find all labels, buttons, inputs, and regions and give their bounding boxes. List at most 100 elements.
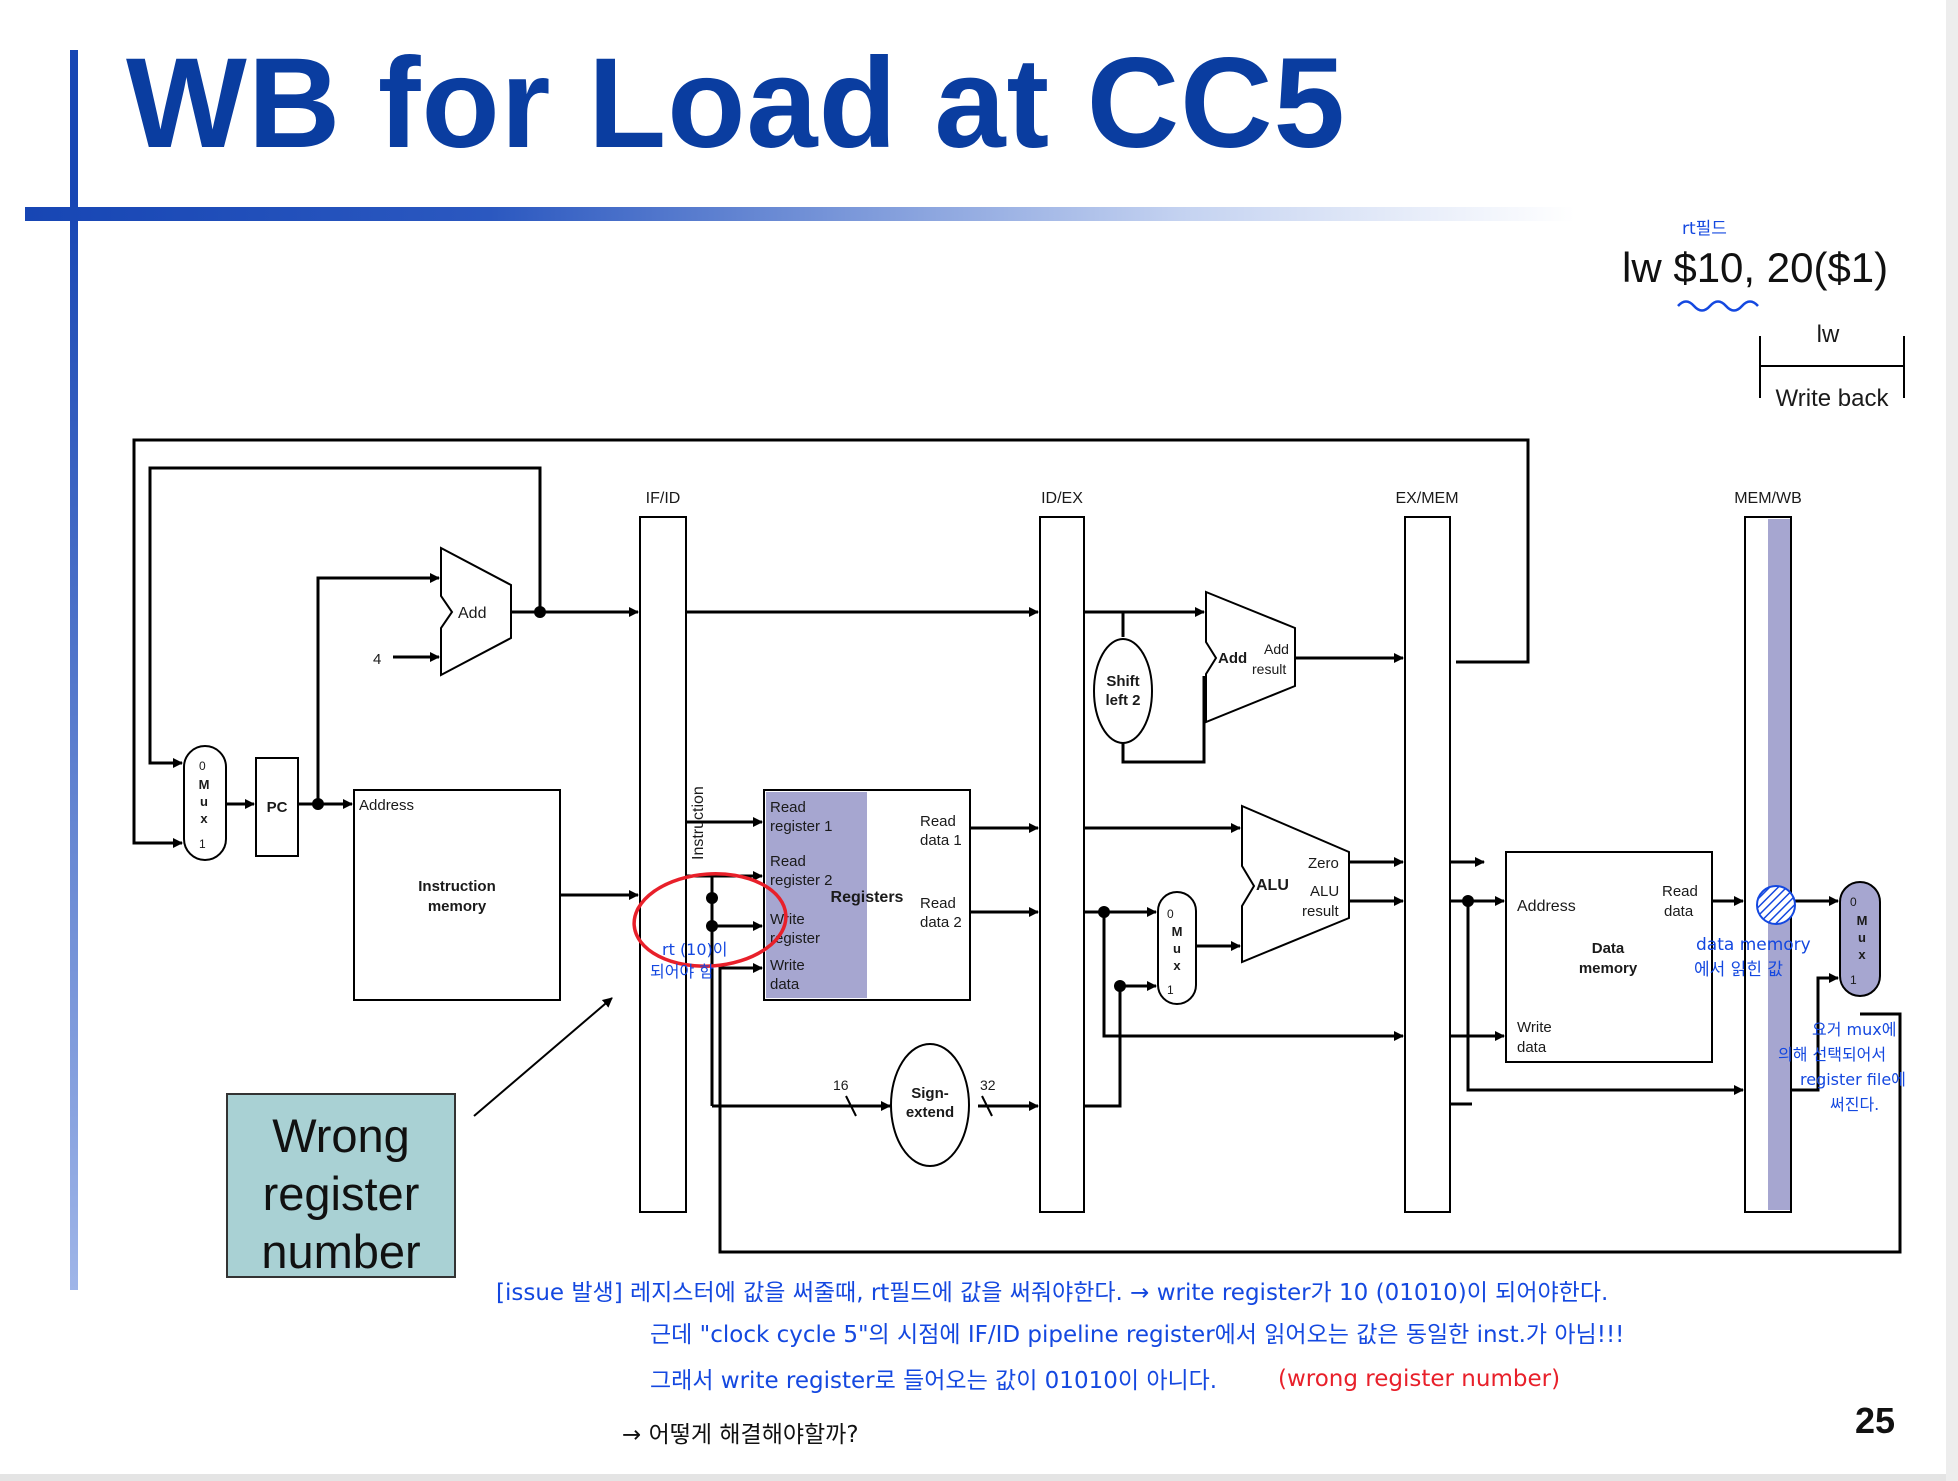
wb-mux-u: u xyxy=(1858,930,1866,945)
reg-rr2-b: register 2 xyxy=(770,872,833,889)
register-file: Read register 1 Read register 2 Write re… xyxy=(763,789,971,1001)
issue-line-3-red: (wrong register number) xyxy=(1278,1366,1560,1392)
note-dmem-2: 에서 읽힌 값 xyxy=(1694,960,1783,980)
dmem-read-1: Read xyxy=(1662,883,1698,900)
imem-name-2: memory xyxy=(428,898,487,915)
stage-lw-label: lw xyxy=(1817,321,1840,348)
reg-rd1-b: data 1 xyxy=(920,832,962,849)
instruction-text: lw $10, 20($1) xyxy=(1622,244,1889,291)
alu: ALU Zero ALU result xyxy=(1241,804,1350,964)
alu-mux: 0 M u x 1 xyxy=(1157,891,1197,1005)
alu-mux-m: M xyxy=(1172,924,1183,939)
branch-adder: Add Add result xyxy=(1205,590,1296,724)
sign-extend-1: Sign- xyxy=(911,1085,949,1102)
dmem-name-1: Data xyxy=(1592,940,1625,957)
data-memory: Address Read data Write data Data memory xyxy=(1505,851,1713,1063)
width-32: 32 xyxy=(980,1077,996,1093)
issue-line-2: 근데 "clock cycle 5"의 시점에 IF/ID pipeline r… xyxy=(650,1322,1624,1348)
wb-mux: 0 M u x 1 xyxy=(1839,881,1881,997)
read-data-marker xyxy=(1756,885,1796,925)
alu-mux-1: 1 xyxy=(1167,983,1174,997)
alu-result-1: ALU xyxy=(1310,883,1339,900)
stage-writeback-label: Write back xyxy=(1776,385,1890,412)
sign-extend-2: extend xyxy=(906,1104,954,1121)
reg-rr2-a: Read xyxy=(770,853,806,870)
callout-line-1: Wrong xyxy=(272,1109,410,1162)
mem-wb-highlight xyxy=(1768,519,1790,1210)
pc-mux-1: 1 xyxy=(199,837,206,851)
mem-junctions xyxy=(1462,895,1474,907)
ex-mem-label: EX/MEM xyxy=(1395,490,1458,507)
ex-junctions xyxy=(1098,906,1126,992)
stage-indicator: lw Write back xyxy=(1759,321,1905,412)
const-four: 4 xyxy=(373,651,381,668)
if-id-label: IF/ID xyxy=(646,490,681,507)
page-number: 25 xyxy=(1855,1400,1896,1441)
pc-adder-label: Add xyxy=(458,605,486,622)
if-id-register xyxy=(639,516,687,1213)
callout-line-2: register xyxy=(262,1167,420,1220)
rt-field-note: rt필드 xyxy=(1682,219,1727,239)
shift-left-2-text: left 2 xyxy=(1105,692,1140,709)
rt-underline-squiggle xyxy=(1677,300,1759,312)
alu-zero: Zero xyxy=(1308,855,1339,872)
reg-wd-b: data xyxy=(770,976,800,993)
branch-add-result-1: Add xyxy=(1264,641,1289,657)
note-mux-1: 요거 mux에 xyxy=(1812,1020,1896,1039)
mem-wb-label: MEM/WB xyxy=(1734,490,1802,507)
reg-rr1-a: Read xyxy=(770,799,806,816)
issue-line-1: [issue 발생] 레지스터에 값을 써줄때, rt필드에 값을 써줘야한다.… xyxy=(496,1280,1608,1306)
bus-width-ticks xyxy=(845,1095,993,1117)
issue-line-4: → 어떻게 해결해야할까? xyxy=(622,1422,859,1448)
pc-mux-0: 0 xyxy=(199,759,206,773)
note-dmem-1: data memory xyxy=(1696,935,1811,955)
if-junctions xyxy=(312,606,546,810)
ex-mem-register xyxy=(1404,516,1451,1213)
reg-rd2-a: Read xyxy=(920,895,956,912)
dmem-read-2: data xyxy=(1664,903,1694,920)
mem-wires xyxy=(1450,857,1839,1106)
reg-wd-a: Write xyxy=(770,957,805,974)
slide-title: WB for Load at CC5 xyxy=(126,32,1346,175)
ex-wires xyxy=(1084,607,1404,1108)
wb-mux-m: M xyxy=(1857,913,1868,928)
shift-left-1: Shift xyxy=(1106,673,1139,690)
wb-mux-0: 0 xyxy=(1850,895,1857,909)
handwritten-notes: rt (10)이 되어야 함 data memory 에서 읽힌 값 요거 mu… xyxy=(496,935,1906,1448)
bottom-divider xyxy=(0,1474,1958,1481)
accent-vertical-bar xyxy=(70,50,78,1290)
reg-rd2-b: data 2 xyxy=(920,914,962,931)
width-16: 16 xyxy=(833,1077,849,1093)
branch-add-label: Add xyxy=(1218,650,1247,667)
accent-horizontal-bar xyxy=(25,207,1575,221)
reg-rr1-b: register 1 xyxy=(770,818,833,835)
pc-adder: Add xyxy=(440,546,512,677)
id-ex-register xyxy=(1039,516,1085,1213)
alu-mux-x: x xyxy=(1173,958,1181,973)
callout-arrow xyxy=(473,997,613,1117)
note-rt-1: rt (10)이 xyxy=(662,940,728,959)
wrong-register-callout: Wrong register number xyxy=(226,1093,456,1278)
reg-name: Registers xyxy=(831,889,904,906)
id-ex-label: ID/EX xyxy=(1041,490,1083,507)
wb-mux-x: x xyxy=(1858,947,1866,962)
dmem-address: Address xyxy=(1517,898,1576,915)
note-rt-2: 되어야 함 xyxy=(650,962,714,981)
id-junctions xyxy=(706,892,718,932)
feedback-wires xyxy=(132,438,1902,1254)
if-wires xyxy=(226,573,1039,900)
pc-mux-m: M xyxy=(199,777,210,792)
alu-mux-0: 0 xyxy=(1167,907,1174,921)
alu-mux-u: u xyxy=(1173,941,1181,956)
pc-mux-x: x xyxy=(200,811,208,826)
pipeline-registers: IF/ID ID/EX EX/MEM MEM/WB xyxy=(639,490,1802,1213)
alu-label: ALU xyxy=(1256,877,1289,894)
alu-result-2: result xyxy=(1302,903,1340,920)
note-mux-4: 써진다. xyxy=(1830,1095,1879,1114)
dmem-write-1: Write xyxy=(1517,1019,1552,1036)
note-mux-2: 의해 선택되어서 xyxy=(1778,1045,1886,1064)
instruction-memory: Address Instruction memory xyxy=(353,789,561,1001)
pc-mux: 0 M u x 1 xyxy=(183,745,227,861)
